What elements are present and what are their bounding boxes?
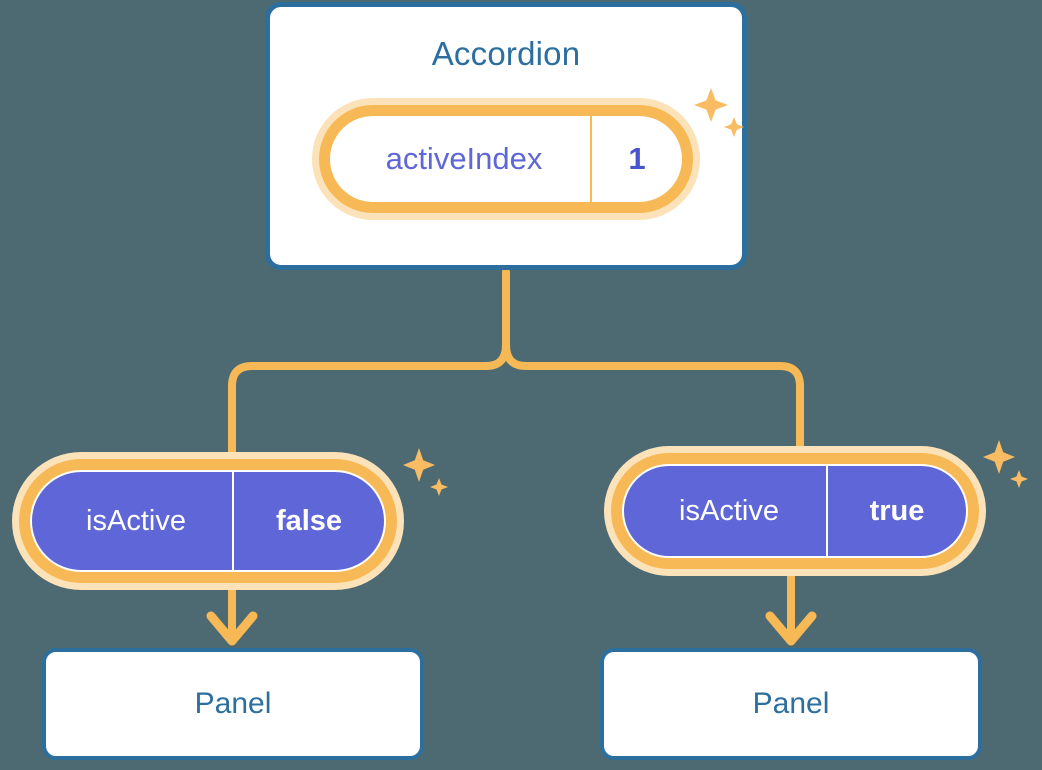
panel-label: Panel [194, 687, 272, 720]
badge-value-active-index: 1 [590, 116, 682, 202]
badge-key-is-active: isActive [679, 494, 779, 527]
sparkles-icon-right [978, 432, 1036, 492]
badge-body: isActive false [30, 470, 386, 572]
arrow-down-icon-right [765, 572, 817, 646]
state-badge-is-active-false[interactable]: isActive false [12, 452, 404, 590]
sparkles-icon-left [398, 440, 456, 500]
badge-value-is-active: false [232, 472, 384, 570]
panel-node-right[interactable]: Panel [600, 648, 982, 760]
connector-branch-left [228, 341, 510, 456]
panel-node-left[interactable]: Panel [42, 648, 424, 760]
badge-key-active-index: activeIndex [385, 141, 543, 176]
badge-body: activeIndex 1 [330, 116, 682, 202]
connector-branch-right [502, 341, 804, 450]
sparkles-icon-root [691, 84, 751, 146]
badge-body: isActive true [622, 464, 968, 558]
state-badge-is-active-true[interactable]: isActive true [604, 446, 986, 576]
badge-key-is-active: isActive [86, 504, 186, 537]
accordion-card-title: Accordion [431, 35, 581, 72]
panel-label: Panel [752, 687, 830, 720]
state-badge-active-index[interactable]: activeIndex 1 [312, 98, 700, 220]
arrow-down-icon-left [206, 586, 258, 646]
badge-value-is-active: true [826, 466, 966, 556]
